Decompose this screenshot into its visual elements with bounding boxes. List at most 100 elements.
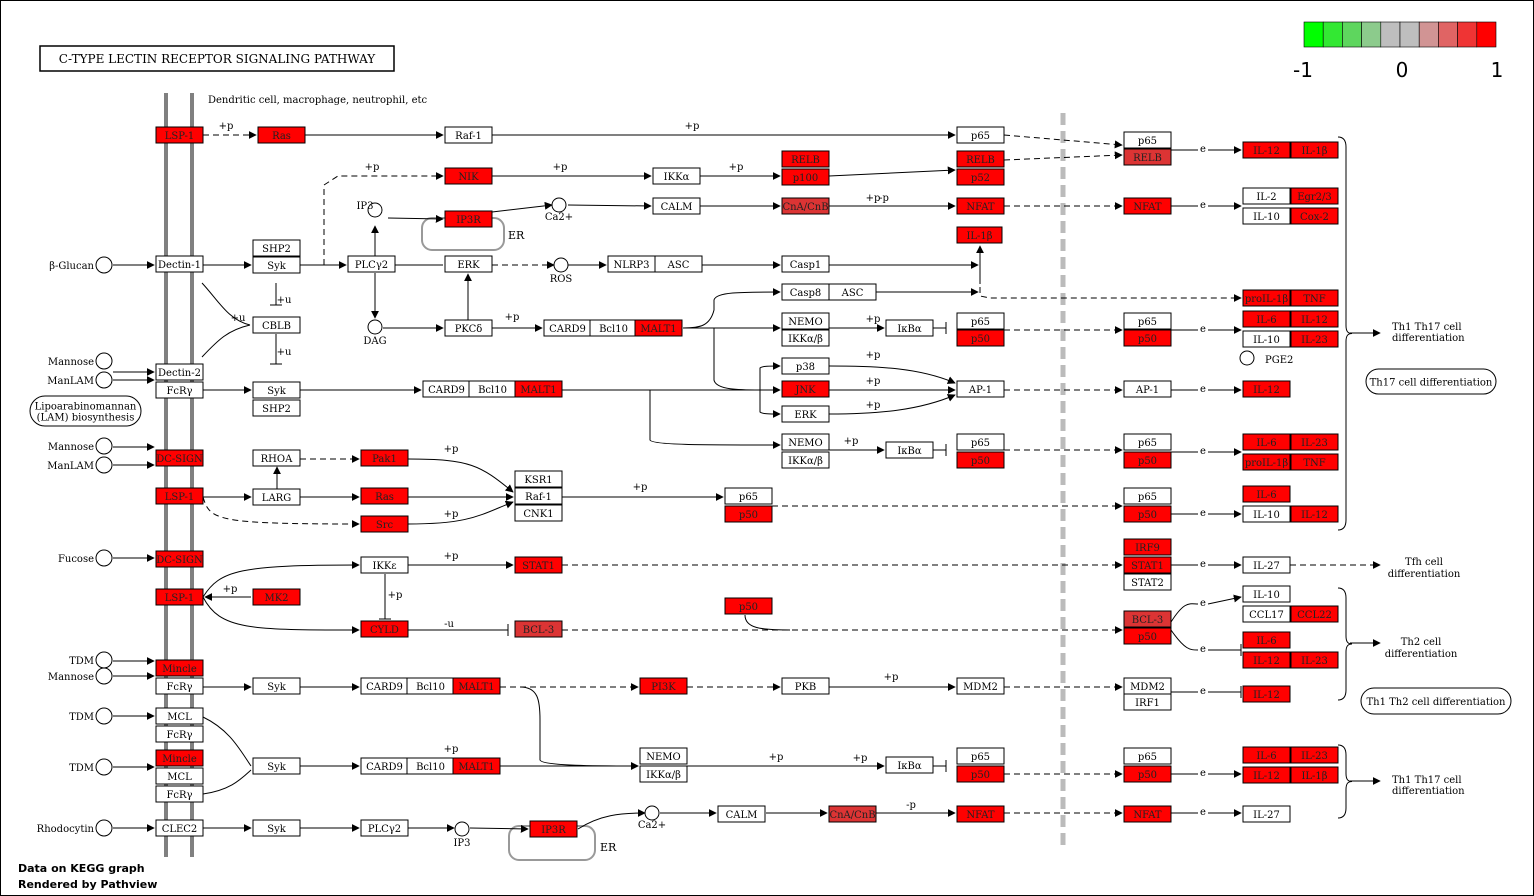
gene-node-card9[interactable]: CARD9 [360, 757, 409, 775]
gene-node-syk[interactable]: Syk [252, 757, 301, 775]
gene-node-il-10[interactable]: IL-10 [1242, 330, 1291, 348]
gene-node-mdm2[interactable]: MDM2 [1123, 677, 1172, 695]
gene-node-ip3r[interactable]: IP3R [529, 820, 578, 838]
gene-node-p65[interactable]: p65 [956, 433, 1005, 451]
gene-node-lsp-1[interactable]: LSP-1 [155, 487, 204, 505]
gene-node-il-10[interactable]: IL-10 [1242, 207, 1291, 225]
gene-node-mincle[interactable]: Mincle [155, 749, 204, 767]
gene-node-cblb[interactable]: CBLB [252, 316, 301, 334]
gene-node-lsp-1[interactable]: LSP-1 [155, 588, 204, 606]
gene-node-syk[interactable]: Syk [252, 677, 301, 695]
gene-node-pkc[interactable]: PKCδ [444, 319, 493, 337]
gene-node-i-b[interactable]: IκBα [885, 441, 934, 459]
gene-node-shp2[interactable]: SHP2 [252, 399, 301, 417]
gene-node-il-1[interactable]: IL-1β [956, 226, 1003, 244]
gene-node-rhoa[interactable]: RHOA [252, 449, 301, 467]
gene-node-p65[interactable]: p65 [1123, 487, 1172, 505]
gene-node-irf9[interactable]: IRF9 [1123, 538, 1172, 556]
gene-node-erk[interactable]: ERK [444, 255, 493, 273]
gene-node-card9[interactable]: CARD9 [360, 677, 409, 695]
gene-node-src[interactable]: Src [360, 515, 409, 533]
gene-node-dectin-2[interactable]: Dectin-2 [155, 363, 204, 381]
gene-node-nfat[interactable]: NFAT [1123, 197, 1172, 215]
gene-node-ikk[interactable]: IKKα/β [781, 451, 830, 469]
gene-node-nemo[interactable]: NEMO [639, 747, 688, 765]
gene-node-erk[interactable]: ERK [781, 405, 830, 423]
gene-node-raf-1[interactable]: Raf-1 [514, 487, 563, 505]
gene-node-relb[interactable]: RELB [781, 150, 830, 168]
gene-node-il-12[interactable]: IL-12 [1290, 310, 1339, 328]
gene-node-il-2[interactable]: IL-2 [1242, 187, 1291, 205]
gene-node-jnk[interactable]: JNK [781, 380, 830, 398]
gene-node-p52[interactable]: p52 [956, 168, 1005, 186]
pathway-link-th1-th2[interactable] [1360, 687, 1512, 715]
gene-node-il-6[interactable]: IL-6 [1242, 631, 1291, 649]
gene-node-stat1[interactable]: STAT1 [514, 556, 563, 574]
gene-node-plc-2[interactable]: PLCγ2 [347, 255, 396, 273]
gene-node-nemo[interactable]: NEMO [781, 433, 830, 451]
gene-node-p65[interactable]: p65 [724, 487, 773, 505]
gene-node-malt1[interactable]: MALT1 [634, 319, 683, 337]
gene-node-malt1[interactable]: MALT1 [452, 757, 501, 775]
pathway-link-th17[interactable] [1365, 368, 1497, 395]
gene-node-calm[interactable]: CALM [652, 197, 701, 215]
gene-node-asc[interactable]: ASC [828, 283, 877, 301]
gene-node-bcl10[interactable]: Bcl10 [406, 757, 455, 775]
gene-node-clec2[interactable]: CLEC2 [155, 819, 204, 837]
gene-node-ccl17[interactable]: CCL17 [1242, 605, 1291, 623]
gene-node-p50[interactable]: p50 [1123, 765, 1172, 783]
gene-node-fcr[interactable]: FcRγ [155, 677, 204, 695]
gene-node-mincle[interactable]: Mincle [155, 659, 204, 677]
gene-node-cnk1[interactable]: CNK1 [514, 504, 563, 522]
gene-node-casp1[interactable]: Casp1 [781, 255, 830, 273]
gene-node-nlrp3[interactable]: NLRP3 [607, 255, 656, 273]
gene-node-relb[interactable]: RELB [956, 150, 1005, 168]
gene-node-il-12[interactable]: IL-12 [1242, 766, 1291, 784]
gene-node-p65[interactable]: p65 [1123, 312, 1172, 330]
gene-node-pak1[interactable]: Pak1 [360, 449, 409, 467]
gene-node-p50[interactable]: p50 [1123, 451, 1172, 469]
gene-node-tnf[interactable]: TNF [1290, 453, 1339, 471]
gene-node-asc[interactable]: ASC [654, 255, 703, 273]
gene-node-syk[interactable]: Syk [252, 819, 301, 837]
gene-node-calm[interactable]: CALM [717, 805, 766, 823]
gene-node-p50[interactable]: p50 [956, 451, 1005, 469]
gene-node-p65[interactable]: p65 [956, 126, 1005, 144]
gene-node-cna-cnb[interactable]: CnA/CnB [828, 805, 877, 823]
gene-node-p65[interactable]: p65 [1123, 131, 1172, 149]
gene-node-p100[interactable]: p100 [781, 168, 830, 186]
gene-node-ksr1[interactable]: KSR1 [514, 470, 563, 488]
gene-node-il-1[interactable]: IL-1β [1290, 141, 1339, 159]
gene-node-p65[interactable]: p65 [1123, 433, 1172, 451]
gene-node-mcl[interactable]: MCL [155, 767, 204, 785]
gene-node-mdm2[interactable]: MDM2 [956, 677, 1005, 695]
gene-node-fcr[interactable]: FcRγ [155, 381, 204, 399]
gene-node-il-6[interactable]: IL-6 [1242, 746, 1291, 764]
gene-node-p38[interactable]: p38 [781, 357, 830, 375]
gene-node-card9[interactable]: CARD9 [422, 380, 471, 398]
gene-node-bcl-3[interactable]: BCL-3 [514, 620, 563, 638]
gene-node-il-23[interactable]: IL-23 [1290, 433, 1339, 451]
gene-node-mk2[interactable]: MK2 [252, 588, 301, 606]
gene-node-dc-sign[interactable]: DC-SIGN [155, 550, 204, 568]
gene-node-dectin-1[interactable]: Dectin-1 [155, 255, 204, 273]
gene-node-cna-cnb[interactable]: CnA/CnB [781, 197, 830, 215]
gene-node-p50[interactable]: p50 [724, 505, 773, 523]
gene-node-plc-2[interactable]: PLCγ2 [360, 819, 409, 837]
gene-node-il-23[interactable]: IL-23 [1290, 330, 1339, 348]
gene-node-il-10[interactable]: IL-10 [1242, 585, 1291, 603]
gene-node-i-b[interactable]: IκBα [885, 319, 934, 337]
gene-node-ras[interactable]: Ras [257, 126, 306, 144]
gene-node-proil-1[interactable]: proIL-1β [1242, 453, 1291, 471]
gene-node-dc-sign[interactable]: DC-SIGN [155, 449, 204, 467]
gene-node-irf1[interactable]: IRF1 [1123, 693, 1172, 711]
gene-node-relb[interactable]: RELB [1123, 148, 1172, 166]
gene-node-fcr[interactable]: FcRγ [155, 725, 204, 743]
gene-node-il-6[interactable]: IL-6 [1242, 310, 1291, 328]
gene-node-ikk[interactable]: IKKε [360, 556, 409, 574]
gene-node-il-12[interactable]: IL-12 [1242, 651, 1291, 669]
gene-node-raf-1[interactable]: Raf-1 [444, 126, 493, 144]
pathway-link-lam[interactable] [29, 395, 142, 427]
gene-node-cox-2[interactable]: Cox-2 [1290, 207, 1339, 225]
gene-node-nfat[interactable]: NFAT [956, 197, 1005, 215]
